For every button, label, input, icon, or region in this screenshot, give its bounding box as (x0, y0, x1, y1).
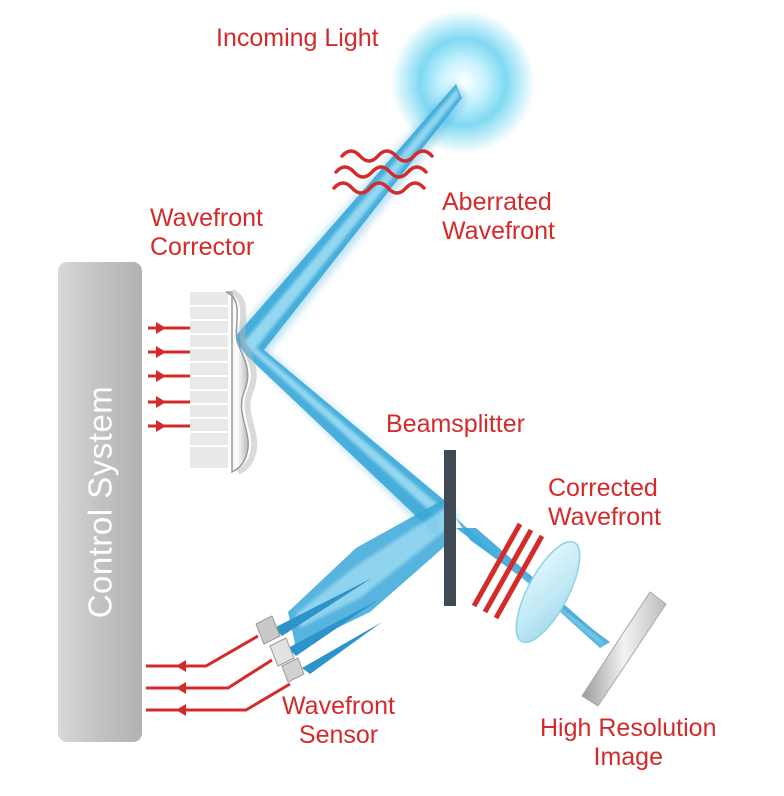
aberrated-wavefront-line-2: Wavefront (442, 217, 556, 245)
sensor-control-signals (146, 634, 291, 716)
beamsplitter (444, 450, 456, 606)
wavefront-corrector-line-2: Corrector (150, 233, 255, 261)
high-resolution-image-line-2: Image (593, 743, 663, 771)
corrected-wavefront-line-1: Corrected (548, 474, 658, 502)
control-system-label-wrap: Control System (58, 262, 142, 742)
light-beam (230, 82, 468, 540)
aberrated-wavefront-line-1: Aberrated (442, 188, 552, 216)
control-system-label: Control System (81, 385, 119, 619)
wavefront-corrector-line-1: Wavefront (150, 204, 264, 232)
image-detector (581, 591, 667, 707)
corrected-wavefront-label: Corrected Wavefront (548, 474, 661, 532)
high-resolution-image-label: High Resolution Image (540, 714, 717, 772)
wavefront-sensor-line-2: Sensor (298, 721, 379, 749)
focusing-lens (515, 540, 581, 644)
corrector-control-signals (148, 322, 190, 432)
aberrated-wavefront-lines (332, 149, 434, 195)
wavefront-corrector (190, 289, 258, 475)
beamsplitter-label: Beamsplitter (386, 410, 525, 438)
corrected-wavefront-line-2: Wavefront (548, 503, 662, 531)
wavefront-sensor-label: Wavefront Sensor (282, 692, 395, 750)
wavefront-corrector-label: Wavefront Corrector (150, 204, 263, 262)
corrected-wavefront-lines (471, 522, 545, 620)
sensor-beam (274, 498, 452, 674)
wavefront-sensor (255, 615, 305, 683)
high-resolution-image-line-1: High Resolution (540, 714, 717, 742)
aberrated-wavefront-label: Aberrated Wavefront (442, 188, 555, 246)
wavefront-sensor-line-1: Wavefront (282, 692, 396, 720)
incoming-light-label: Incoming Light (216, 24, 379, 52)
control-system-panel (58, 262, 142, 742)
